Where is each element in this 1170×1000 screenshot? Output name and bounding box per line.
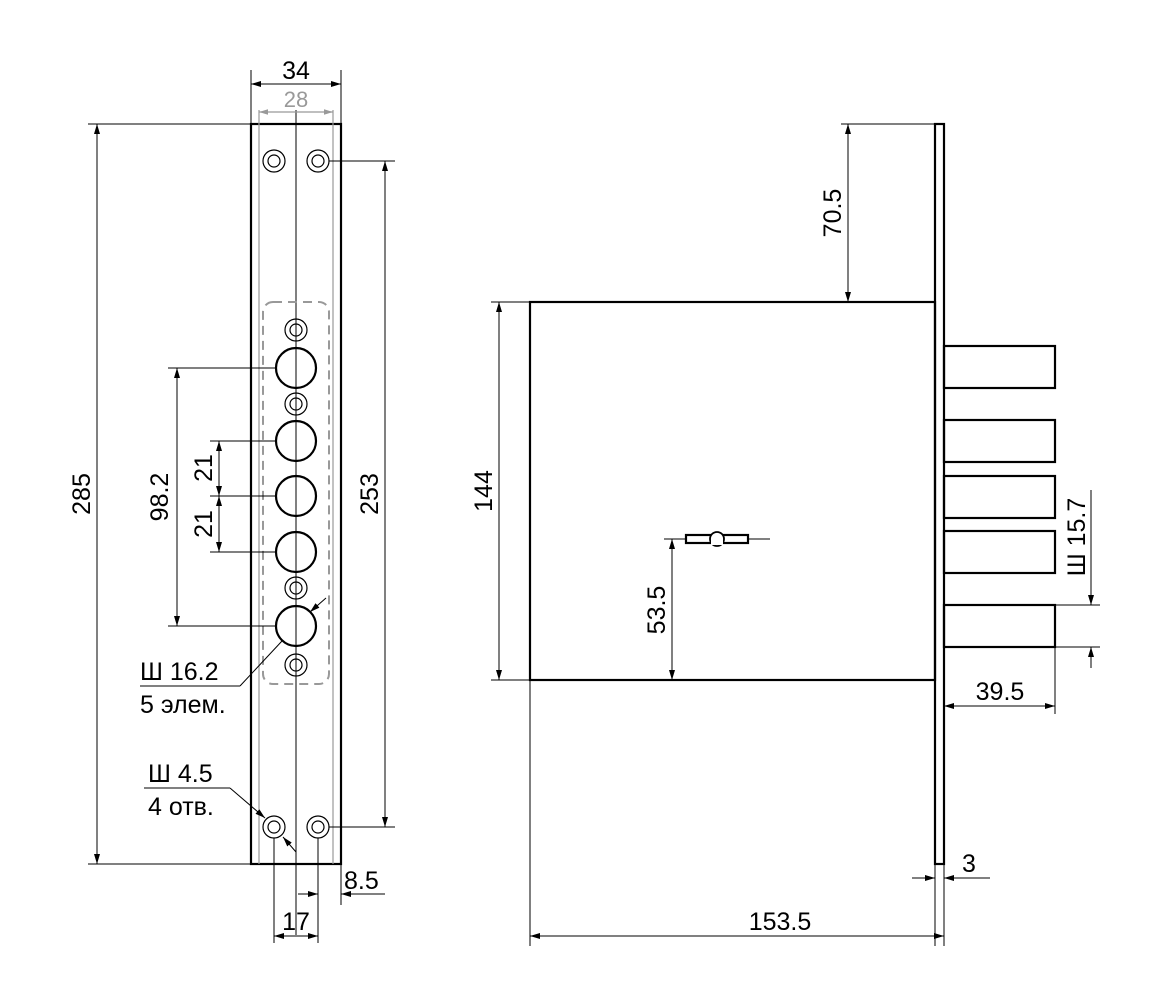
label-element-count: 5 элем. bbox=[140, 691, 226, 719]
screw-hole bbox=[284, 653, 308, 677]
bolt bbox=[942, 603, 1057, 649]
dim-top-offset: 70.5 bbox=[819, 189, 847, 238]
bolt bbox=[942, 529, 1057, 575]
label-hole-diameter: Ш 4.5 bbox=[148, 760, 213, 788]
dim-width-outer: 34 bbox=[282, 57, 310, 85]
dim-total-depth: 153.5 bbox=[749, 908, 812, 936]
cylinder-zone-dashed bbox=[262, 301, 330, 685]
label-hole-count: 4 отв. bbox=[148, 793, 214, 821]
screw-hole bbox=[284, 576, 308, 600]
dim-pitch-upper: 21 bbox=[190, 454, 218, 482]
mounting-hole bbox=[262, 815, 286, 839]
lock-side-view: 70.5 144 53.5 Ш 15.7 39.5 3 153.5 bbox=[470, 122, 1100, 946]
dim-height-total: 285 bbox=[68, 473, 96, 515]
dim-case-height: 144 bbox=[470, 470, 498, 512]
dim-width-inner: 28 bbox=[284, 87, 308, 112]
faceplate-side bbox=[933, 122, 946, 866]
dim-bottom-center: 17 bbox=[282, 908, 310, 936]
dim-bolt-protrusion: 39.5 bbox=[976, 678, 1025, 706]
mounting-hole bbox=[306, 815, 330, 839]
dim-cylinder-span: 98.2 bbox=[146, 473, 174, 522]
dim-hole-spacing: 253 bbox=[356, 473, 384, 515]
dim-keyhole-height: 53.5 bbox=[643, 586, 671, 635]
dim-bolt-diameter: Ш 15.7 bbox=[1063, 498, 1091, 577]
dim-plate-thickness: 3 bbox=[962, 850, 976, 878]
screw-hole bbox=[284, 318, 308, 342]
bolt bbox=[942, 418, 1057, 464]
lock-case bbox=[528, 300, 937, 682]
keyhole-icon bbox=[664, 531, 770, 547]
label-element-diameter: Ш 16.2 bbox=[140, 658, 219, 686]
dim-pitch-lower: 21 bbox=[190, 510, 218, 538]
mounting-hole bbox=[262, 149, 286, 173]
front-faceplate-view: 34 28 285 253 98.2 21 21 Ш 16.2 5 элем. bbox=[68, 57, 395, 943]
mounting-hole bbox=[306, 149, 330, 173]
bolt bbox=[942, 344, 1057, 390]
bolt bbox=[942, 474, 1057, 520]
screw-hole bbox=[284, 392, 308, 416]
dim-bottom-offset: 8.5 bbox=[344, 867, 379, 895]
